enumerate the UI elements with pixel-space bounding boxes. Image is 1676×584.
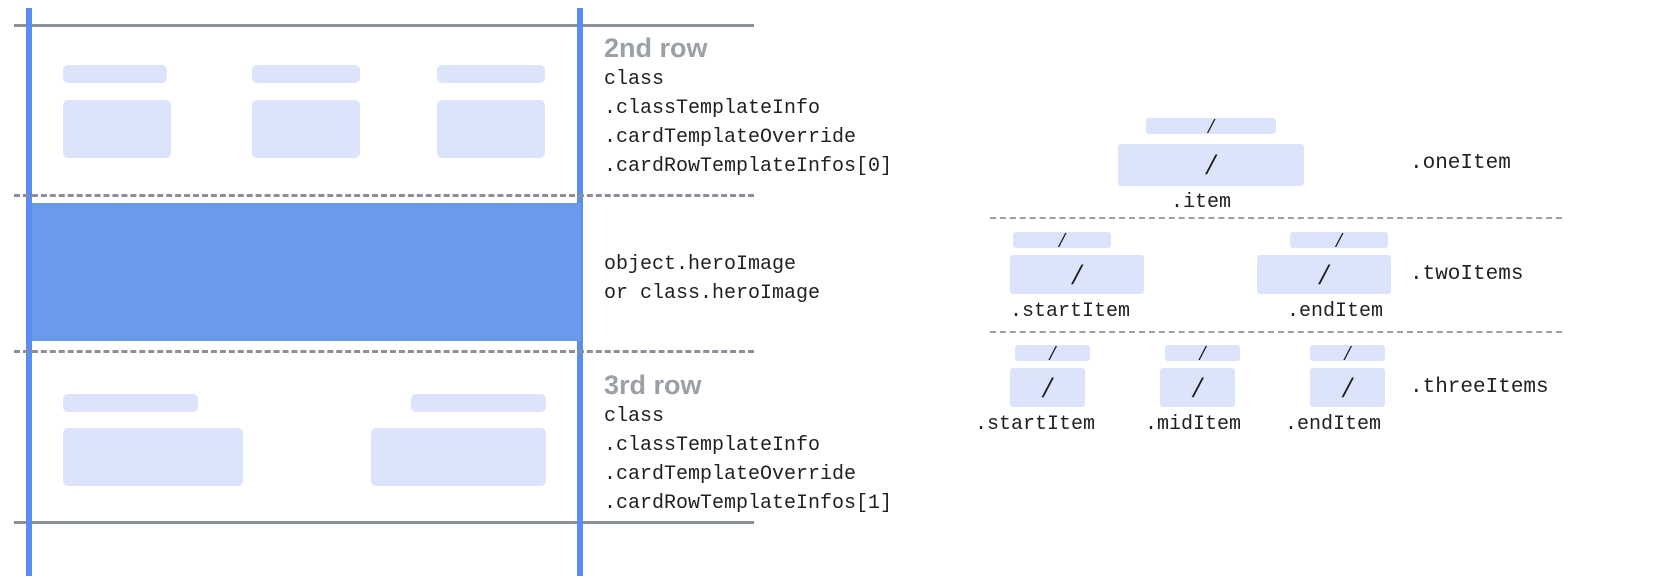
item-layout-diagram: / / .item .oneItem / / .startItem / / .e…	[960, 0, 1676, 584]
slash-icon: /	[1072, 257, 1082, 291]
row3-chip-label-2	[411, 394, 546, 412]
one-item-group-label: .oneItem	[1410, 152, 1511, 175]
two-items-group-label: .twoItems	[1410, 263, 1524, 286]
annotation-row2-code: class .classTemplateInfo .cardTemplateOv…	[604, 68, 893, 178]
one-item-slot-label: /	[1146, 113, 1276, 138]
three-items-start-slot-label: /	[1015, 340, 1090, 365]
slash-icon: /	[1059, 227, 1065, 252]
row2-chip-value-3	[437, 100, 545, 158]
two-items-start-cell-label: .startItem	[1010, 300, 1131, 323]
row3-chip-label-1	[63, 394, 198, 412]
one-item-slot-value: /	[1118, 144, 1304, 186]
three-items-start-cell-label: .startItem	[975, 413, 1096, 436]
two-items-end-slot-label: /	[1290, 227, 1388, 252]
three-items-end-slot-value: /	[1310, 368, 1385, 407]
three-items-start-slot-value: /	[1010, 368, 1085, 407]
three-items-mid-slot-value: /	[1160, 368, 1235, 407]
card-left-rail	[26, 8, 32, 576]
three-items-group-label: .threeItems	[1410, 376, 1549, 399]
three-items-end-cell-label: .endItem	[1285, 413, 1382, 436]
slash-icon: /	[1319, 257, 1329, 291]
annotation-row3-title: 3rd row	[604, 370, 702, 400]
annotation-hero: object.heroImage or class.heroImage	[604, 250, 820, 308]
hero-image-band	[32, 203, 581, 341]
card-template-diagram	[0, 0, 754, 584]
slash-icon: /	[1343, 370, 1352, 404]
two-items-start-slot-value: /	[1010, 255, 1144, 294]
item-group-divider-2	[990, 331, 1562, 333]
row2-chip-label-3	[437, 65, 545, 83]
row3-chip-value-2	[371, 428, 546, 486]
card-top-rule	[14, 24, 754, 27]
three-items-end-slot-label: /	[1310, 340, 1385, 365]
slash-icon: /	[1199, 340, 1206, 365]
annotation-row2-title: 2nd row	[604, 33, 708, 63]
row2-chip-label-1	[63, 65, 167, 83]
annotation-hero-code: object.heroImage or class.heroImage	[604, 253, 821, 305]
slash-icon: /	[1049, 340, 1056, 365]
one-item-cell-label: .item	[1171, 191, 1232, 214]
two-items-end-cell-label: .endItem	[1287, 300, 1384, 323]
row2-chip-label-2	[252, 65, 360, 83]
row-divider-top	[14, 194, 754, 197]
row2-chip-value-1	[63, 100, 171, 158]
annotation-row3-code: class .classTemplateInfo .cardTemplateOv…	[604, 405, 893, 515]
slash-icon: /	[1043, 370, 1052, 404]
two-items-end-slot-value: /	[1257, 255, 1391, 294]
slash-icon: /	[1206, 148, 1216, 181]
row2-chip-value-2	[252, 100, 360, 158]
three-items-mid-cell-label: .midItem	[1145, 413, 1242, 436]
two-items-start-slot-label: /	[1013, 227, 1111, 252]
row-divider-bottom	[14, 350, 754, 353]
slash-icon: /	[1336, 227, 1342, 252]
three-items-mid-slot-label: /	[1165, 340, 1240, 365]
item-group-divider-1	[990, 217, 1562, 219]
annotation-row3: 3rd row class .classTemplateInfo .cardTe…	[604, 368, 892, 518]
card-bottom-rule	[14, 521, 754, 524]
slash-icon: /	[1208, 113, 1214, 138]
row3-chip-value-1	[63, 428, 243, 486]
slash-icon: /	[1193, 370, 1202, 404]
annotation-row2: 2nd row class .classTemplateInfo .cardTe…	[604, 31, 892, 181]
slash-icon: /	[1344, 340, 1351, 365]
